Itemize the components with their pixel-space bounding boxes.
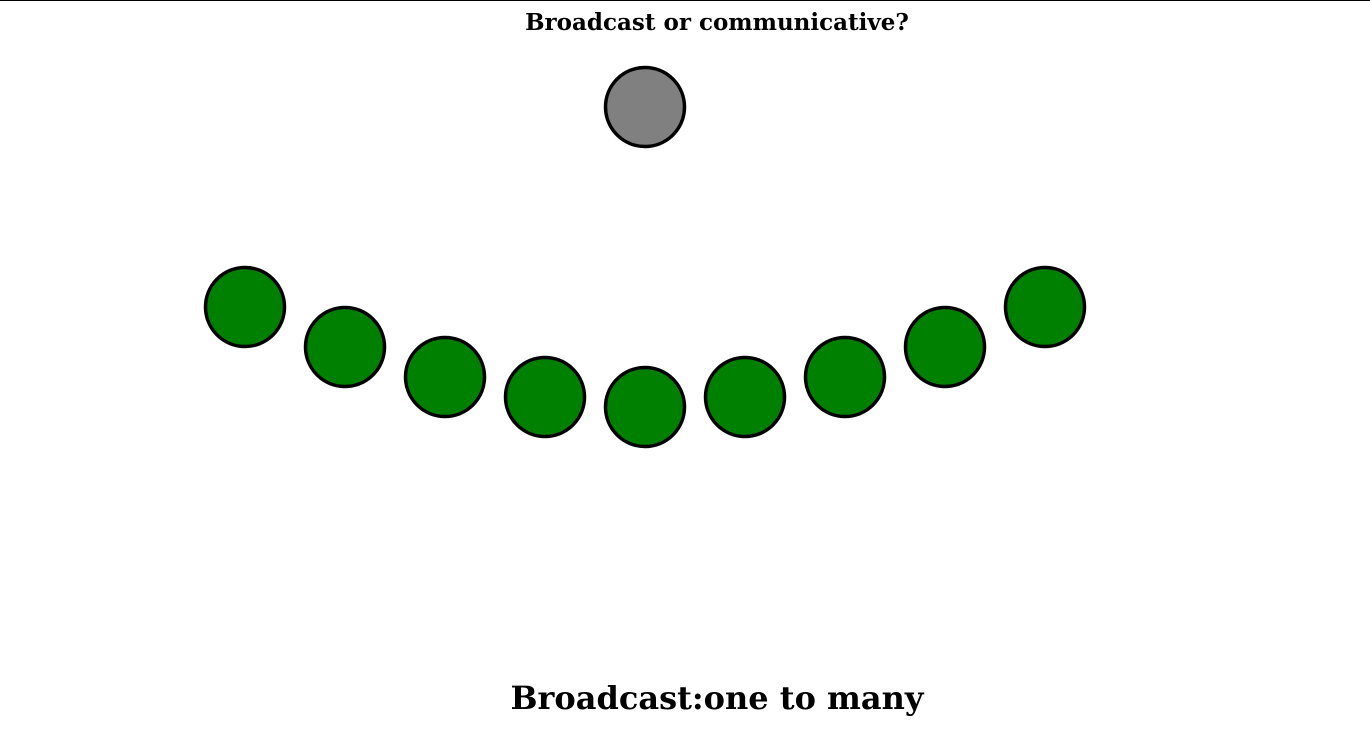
slide-caption: Broadcast:one to many bbox=[510, 679, 924, 717]
audience-node bbox=[403, 335, 487, 419]
audience-node bbox=[203, 265, 287, 349]
audience-node bbox=[903, 305, 987, 389]
audience-node bbox=[603, 365, 687, 449]
slide-title: Broadcast or communicative? bbox=[525, 9, 909, 36]
audience-node bbox=[503, 355, 587, 439]
audience-node bbox=[703, 355, 787, 439]
top-border-line bbox=[0, 0, 1370, 1]
audience-node bbox=[1003, 265, 1087, 349]
audience-node bbox=[303, 305, 387, 389]
audience-node bbox=[803, 335, 887, 419]
source-node bbox=[603, 65, 687, 149]
audience-nodes bbox=[203, 265, 1087, 449]
